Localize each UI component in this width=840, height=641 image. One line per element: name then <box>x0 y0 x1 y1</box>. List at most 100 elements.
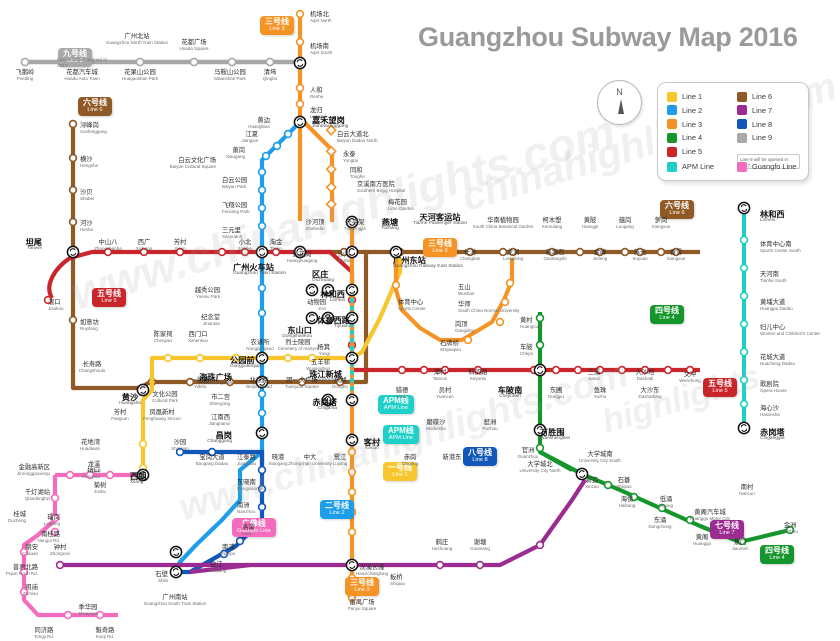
line-badge-cn: 八号线 <box>468 448 492 457</box>
legend-swatch <box>737 105 747 116</box>
legend-label: Line 4 <box>682 133 703 143</box>
legend-label: Line 2 <box>682 105 703 115</box>
line-badge-cn: APM线 <box>388 426 414 435</box>
legend-label: Line 8 <box>752 119 773 129</box>
line-badge-en: Line 1 <box>392 471 408 478</box>
legend-column-right: Line 6 Line 7 Line 8 Line 9 <box>737 90 772 145</box>
legend-label-guangfo: Guangfo Line <box>752 162 797 172</box>
legend-label-apm: APM Line <box>682 162 715 172</box>
line-badge-cn: 六号线 <box>665 201 689 210</box>
legend-label: Line 1 <box>682 92 703 102</box>
legend-item-line-9[interactable]: Line 9 <box>737 131 772 144</box>
line-badge-en: Line 5 <box>101 297 117 304</box>
line-5-path <box>43 247 700 375</box>
legend-item-guangfo[interactable]: Guangfo Line <box>737 160 796 173</box>
legend-swatch <box>667 105 677 116</box>
line-badge-cn: 三号线 <box>350 578 374 587</box>
legend-swatch <box>737 132 747 143</box>
line9-opening-note: Line 9 will be opened in 2017 <box>57 58 108 69</box>
legend-item-line-7[interactable]: Line 7 <box>737 104 772 117</box>
legend-column-left: Line 1 Line 2 Line 3 Line 4 Line 5 <box>667 90 702 159</box>
legend-swatch <box>667 91 677 102</box>
line-3-main-path <box>347 222 515 603</box>
line-badge-cn: 四号线 <box>765 546 789 555</box>
legend-item-line-6[interactable]: Line 6 <box>737 90 772 103</box>
line-badge-en: Line 7 <box>719 529 735 536</box>
legend-item-line-4[interactable]: Line 4 <box>667 131 702 144</box>
legend-swatch <box>737 91 747 102</box>
line-4-path <box>535 312 795 546</box>
compass-north-label: N <box>616 87 623 97</box>
legend-swatch <box>667 132 677 143</box>
line-badge-en: Line 4 <box>769 554 785 561</box>
line-badge-cn: APM线 <box>383 396 409 405</box>
legend-label: Line 6 <box>752 92 773 102</box>
legend-item-line-1[interactable]: Line 1 <box>667 90 702 103</box>
line-badge-cn: 六号线 <box>83 98 107 107</box>
line-badge-cn: 广佛线 <box>241 519 266 528</box>
legend-label: Line 9 <box>752 133 773 143</box>
line-badge-cn: 五号线 <box>97 289 121 298</box>
compass-rose: N <box>597 80 642 125</box>
apm-line-path <box>350 208 749 428</box>
line-badge-cn: 二号线 <box>325 501 349 510</box>
legend-swatch <box>737 119 747 130</box>
line-badge-en: APM Line <box>383 404 409 411</box>
legend-label: Line 5 <box>682 147 703 157</box>
line-8-path <box>175 447 267 575</box>
line-badge-en: Line 6 <box>87 106 103 113</box>
line-badge-cn: 七号线 <box>715 521 739 530</box>
line-badge-en: Line 8 <box>472 456 488 463</box>
legend-swatch <box>667 119 677 130</box>
line-badge-en: Line 3 <box>269 25 285 32</box>
legend-swatch <box>667 146 677 157</box>
legend-item-line-2[interactable]: Line 2 <box>667 104 702 117</box>
legend-swatch-apm <box>667 161 677 172</box>
line-badge-en: Line 9 <box>67 57 83 64</box>
line-badge-cn: 九号线 <box>63 49 87 58</box>
line-badge-cn: 四号线 <box>655 306 679 315</box>
line-2-path <box>170 120 302 577</box>
line-badge-en: APM Line <box>388 434 414 441</box>
legend-item-line-5[interactable]: Line 5 <box>667 145 702 158</box>
line-3-north-path <box>295 9 337 222</box>
line-badge-cn: 五号线 <box>708 379 732 388</box>
legend-item-line-8[interactable]: Line 8 <box>737 118 772 131</box>
page-title: Guangzhou Subway Map 2016 <box>418 22 798 52</box>
line-7-path <box>55 478 587 575</box>
compass-arrow-icon <box>617 99 624 114</box>
line-badge-en: Line 3 <box>354 586 370 593</box>
line-badge-en: Guangfo Line <box>237 527 271 534</box>
legend-item-line-3[interactable]: Line 3 <box>667 118 702 131</box>
line-badge-en: Line 3 <box>432 247 448 254</box>
line-badge-cn: 三号线 <box>428 239 452 248</box>
line-badge-en: Line 6 <box>669 209 685 216</box>
line-badge-en: Line 5 <box>712 387 728 394</box>
line-badge-en: Line 2 <box>329 509 345 516</box>
legend-item-apm[interactable]: APM Line <box>667 160 714 173</box>
legend-label: Line 3 <box>682 119 703 129</box>
line-badge-en: Line 4 <box>659 314 675 321</box>
legend-swatch-guangfo <box>737 161 747 172</box>
line-badge-cn: 三号线 <box>265 17 289 26</box>
